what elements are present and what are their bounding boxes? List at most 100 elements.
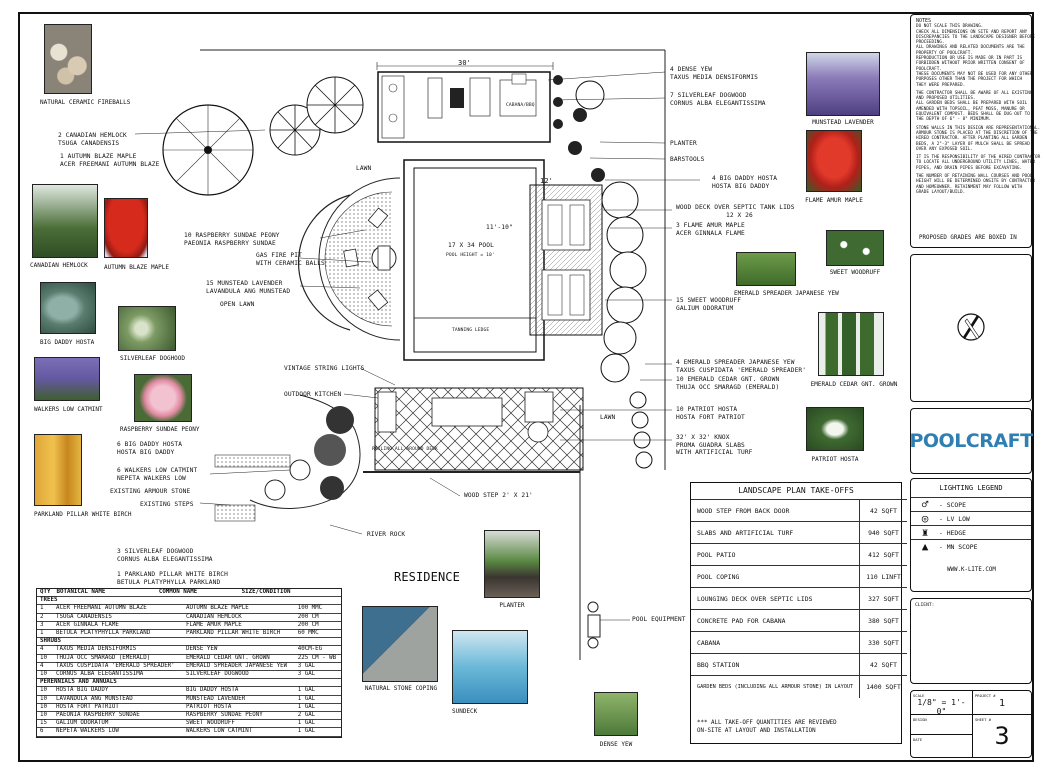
photo-birch bbox=[34, 434, 82, 506]
note-line: HEIGHT WILL BE DETERMINED ONSITE BY CONT… bbox=[916, 179, 1035, 185]
caption-autumn-maple: AUTUMN BLAZE MAPLE bbox=[104, 264, 170, 271]
caption-coping: NATURAL STONE COPING bbox=[364, 685, 438, 692]
pool-equipment bbox=[587, 601, 601, 649]
photo-cedar bbox=[818, 312, 884, 376]
lighting-symbol-icon: ▲ bbox=[921, 540, 929, 553]
callout-wood-step: WOOD STEP 2' X 21' bbox=[464, 492, 533, 499]
autumn-blaze-maple-tree bbox=[162, 104, 254, 196]
note-line: ALL GARDEN BEDS SHALL BE PREPARED WITH S… bbox=[916, 101, 1028, 107]
dimension-12: 12' bbox=[540, 177, 553, 185]
note-line: OVER ANY EXPOSED SOIL. bbox=[916, 146, 973, 152]
proposed-grades-note: PROPOSED GRADES ARE BOXED IN bbox=[919, 234, 1017, 241]
note-line: AND PROPOSED UTILITIES. bbox=[916, 96, 976, 102]
note-line: THE DEPTH OF 6" - 8" MINIMUM. bbox=[916, 117, 992, 123]
tanning-ledge-label: TANNING LEDGE bbox=[452, 328, 490, 333]
callout-pool-equipment: POOL EQUIPMENT bbox=[632, 616, 686, 623]
caption-hemlock: CANADIAN HEMLOCK bbox=[30, 262, 88, 269]
hemlock-trees bbox=[269, 76, 364, 156]
photo-catmint bbox=[34, 357, 100, 401]
photo-big-daddy bbox=[40, 282, 96, 334]
sheet-cell: SHEET # 3 bbox=[975, 717, 1010, 750]
photo-sundeck bbox=[452, 630, 528, 704]
callout-outdoor-kitchen: OUTDOOR KITCHEN bbox=[284, 391, 342, 398]
note-line: PIPES, AND DRAIN PIPES BEFORE EXCAVATING… bbox=[916, 165, 1023, 171]
takeoff-title: LANDSCAPE PLAN TAKE-OFFS bbox=[738, 486, 854, 495]
garden-bed-bottom bbox=[214, 394, 361, 522]
photo-patriot bbox=[806, 407, 864, 451]
legend-row: ◎- LV LOW bbox=[911, 511, 1031, 525]
wood-deck bbox=[529, 184, 603, 336]
note-line: TO LOCATE ALL UNDERGROUND UTILITY LINES,… bbox=[916, 160, 1035, 166]
caption-woodruff: SWEET WOODRUFF bbox=[829, 269, 881, 276]
residence-label: RESIDENCE bbox=[394, 570, 460, 584]
note-line: FORBIDDEN WITHOUT PRIOR WRITTEN CONSENT … bbox=[916, 61, 1025, 67]
design-cell: DESIGN bbox=[911, 715, 973, 735]
client-panel: CLIENT: bbox=[910, 598, 1032, 684]
cabana-label: CABANA/BBQ bbox=[506, 103, 535, 108]
note-line: PROCEEDING. bbox=[916, 40, 945, 46]
schedule-section: Perennials and Annuals bbox=[37, 678, 341, 688]
pool-label: 17 X 34 POOL bbox=[448, 242, 494, 249]
note-line: AMENDED WITH TOPSOIL, PEAT MOSS, MANURE … bbox=[916, 106, 1025, 112]
north-arrow-panel bbox=[910, 254, 1032, 402]
photo-autumn-maple bbox=[104, 198, 148, 258]
photo-lavender bbox=[806, 52, 880, 116]
takeoff-footer: *** ALL TAKE-OFF QUANTITIES ARE REVIEWED… bbox=[697, 720, 837, 734]
note-line: EQUIVALENT COMPOST. BEDS SHALL BE DUG OU… bbox=[916, 112, 1030, 118]
patio bbox=[374, 387, 584, 471]
photo-fireballs bbox=[44, 24, 92, 94]
legend-row: ♂- SCOPE bbox=[911, 497, 1031, 511]
dimension-11-10: 11'-10" bbox=[486, 224, 513, 231]
note-line: HIRED CONTRACTOR. AFTER PLANTING ALL GAR… bbox=[916, 136, 1028, 142]
note-line: PROPERTY OF POOLCRAFT. bbox=[916, 50, 973, 56]
note-line: CHECK ALL DIMENSIONS ON SITE AND REPORT … bbox=[916, 29, 1028, 35]
photo-amur bbox=[806, 130, 862, 192]
caption-big-daddy: BIG DADDY HOSTA bbox=[40, 339, 95, 346]
scale-cell: SCALE 1/8" = 1'- 0" bbox=[911, 691, 973, 716]
takeoff-table: LANDSCAPE PLAN TAKE-OFFS WOOD STEP FROM … bbox=[690, 482, 907, 744]
caption-patriot: PATRIOT HOSTA bbox=[811, 456, 859, 463]
project-cell: PROJECT # 1 bbox=[973, 691, 1031, 715]
caption-spreader: EMERALD SPREADER JAPANESE YEW bbox=[734, 290, 839, 297]
date-cell: DATE bbox=[911, 735, 973, 757]
lighting-symbol-icon: ♂ bbox=[921, 498, 929, 511]
legend-row: ♜- HEDGE bbox=[911, 525, 1031, 539]
klite-url: WWW.K-LITE.COM bbox=[947, 567, 996, 573]
title-block: SCALE 1/8" = 1'- 0" PROJECT # 1 DESIGN D… bbox=[910, 690, 1032, 758]
railing-label: RAILING ALL AROUND DECK bbox=[372, 447, 438, 452]
note-line: IT IS THE RESPONSIBILITY OF THE HIRED CO… bbox=[916, 155, 1041, 161]
logo-panel: POOLCRAFT bbox=[909, 408, 1033, 474]
callout-armour-stone: EXISTING ARMOUR STONE bbox=[110, 488, 191, 495]
callout-river-rock: RIVER ROCK bbox=[367, 531, 406, 538]
callout-string-lights: VINTAGE STRING LIGHTS bbox=[284, 365, 365, 372]
photo-dense-yew bbox=[594, 692, 638, 736]
caption-fireballs: NATURAL CERAMIC FIREBALLS bbox=[40, 99, 131, 106]
lawn-right-label: LAWN bbox=[600, 414, 616, 421]
